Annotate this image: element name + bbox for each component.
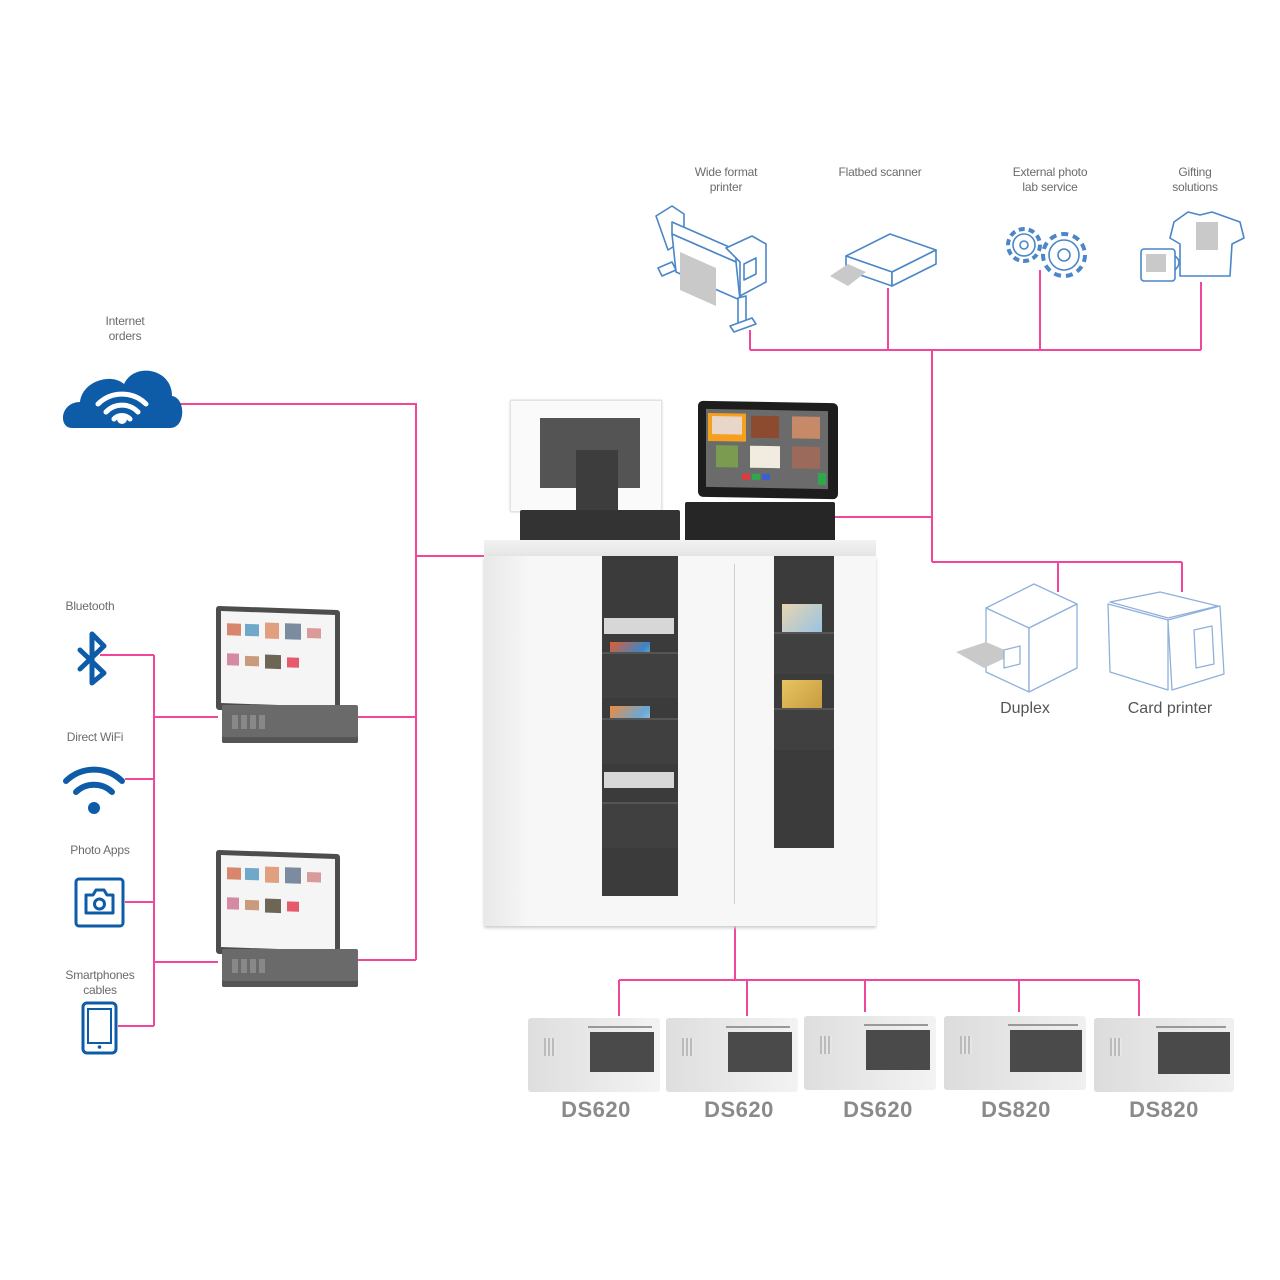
printer-ds620-3 [804,1012,940,1092]
label-photo-apps: Photo Apps [70,843,130,857]
label-direct-wifi: Direct WiFi [66,730,124,744]
printer-model-label: DS620 [561,1097,631,1122]
label-external-photo-lab: External photo lab service [1012,165,1088,194]
printer-ds820-1 [944,1012,1090,1092]
kiosk-order-station-2 [208,849,358,992]
label-flatbed-scanner: Flatbed scanner [838,165,922,179]
printer-model-label: DS620 [843,1097,913,1122]
printer-ds620-2 [666,1014,802,1094]
central-print-cabinet [480,398,880,928]
label-card-printer: Card printer [1127,700,1213,717]
label-duplex: Duplex [1000,700,1050,717]
label-internet-orders: Internet orders [105,314,145,343]
label-wide-format-printer: Wide format printer [694,165,758,194]
printer-ds820-2 [1094,1014,1240,1094]
printer-model-label: DS820 [1129,1097,1199,1122]
label-gifting-solutions: Gifting solutions [1172,165,1218,194]
wire-internet [178,403,417,960]
printer-model-label: DS820 [981,1097,1051,1122]
printer-model-label: DS620 [704,1097,774,1122]
kiosk-order-station-1 [208,605,358,748]
label-smartphones: Smartphones cables [65,968,135,997]
label-bluetooth: Bluetooth [65,599,115,613]
printer-ds620-1 [528,1014,664,1094]
